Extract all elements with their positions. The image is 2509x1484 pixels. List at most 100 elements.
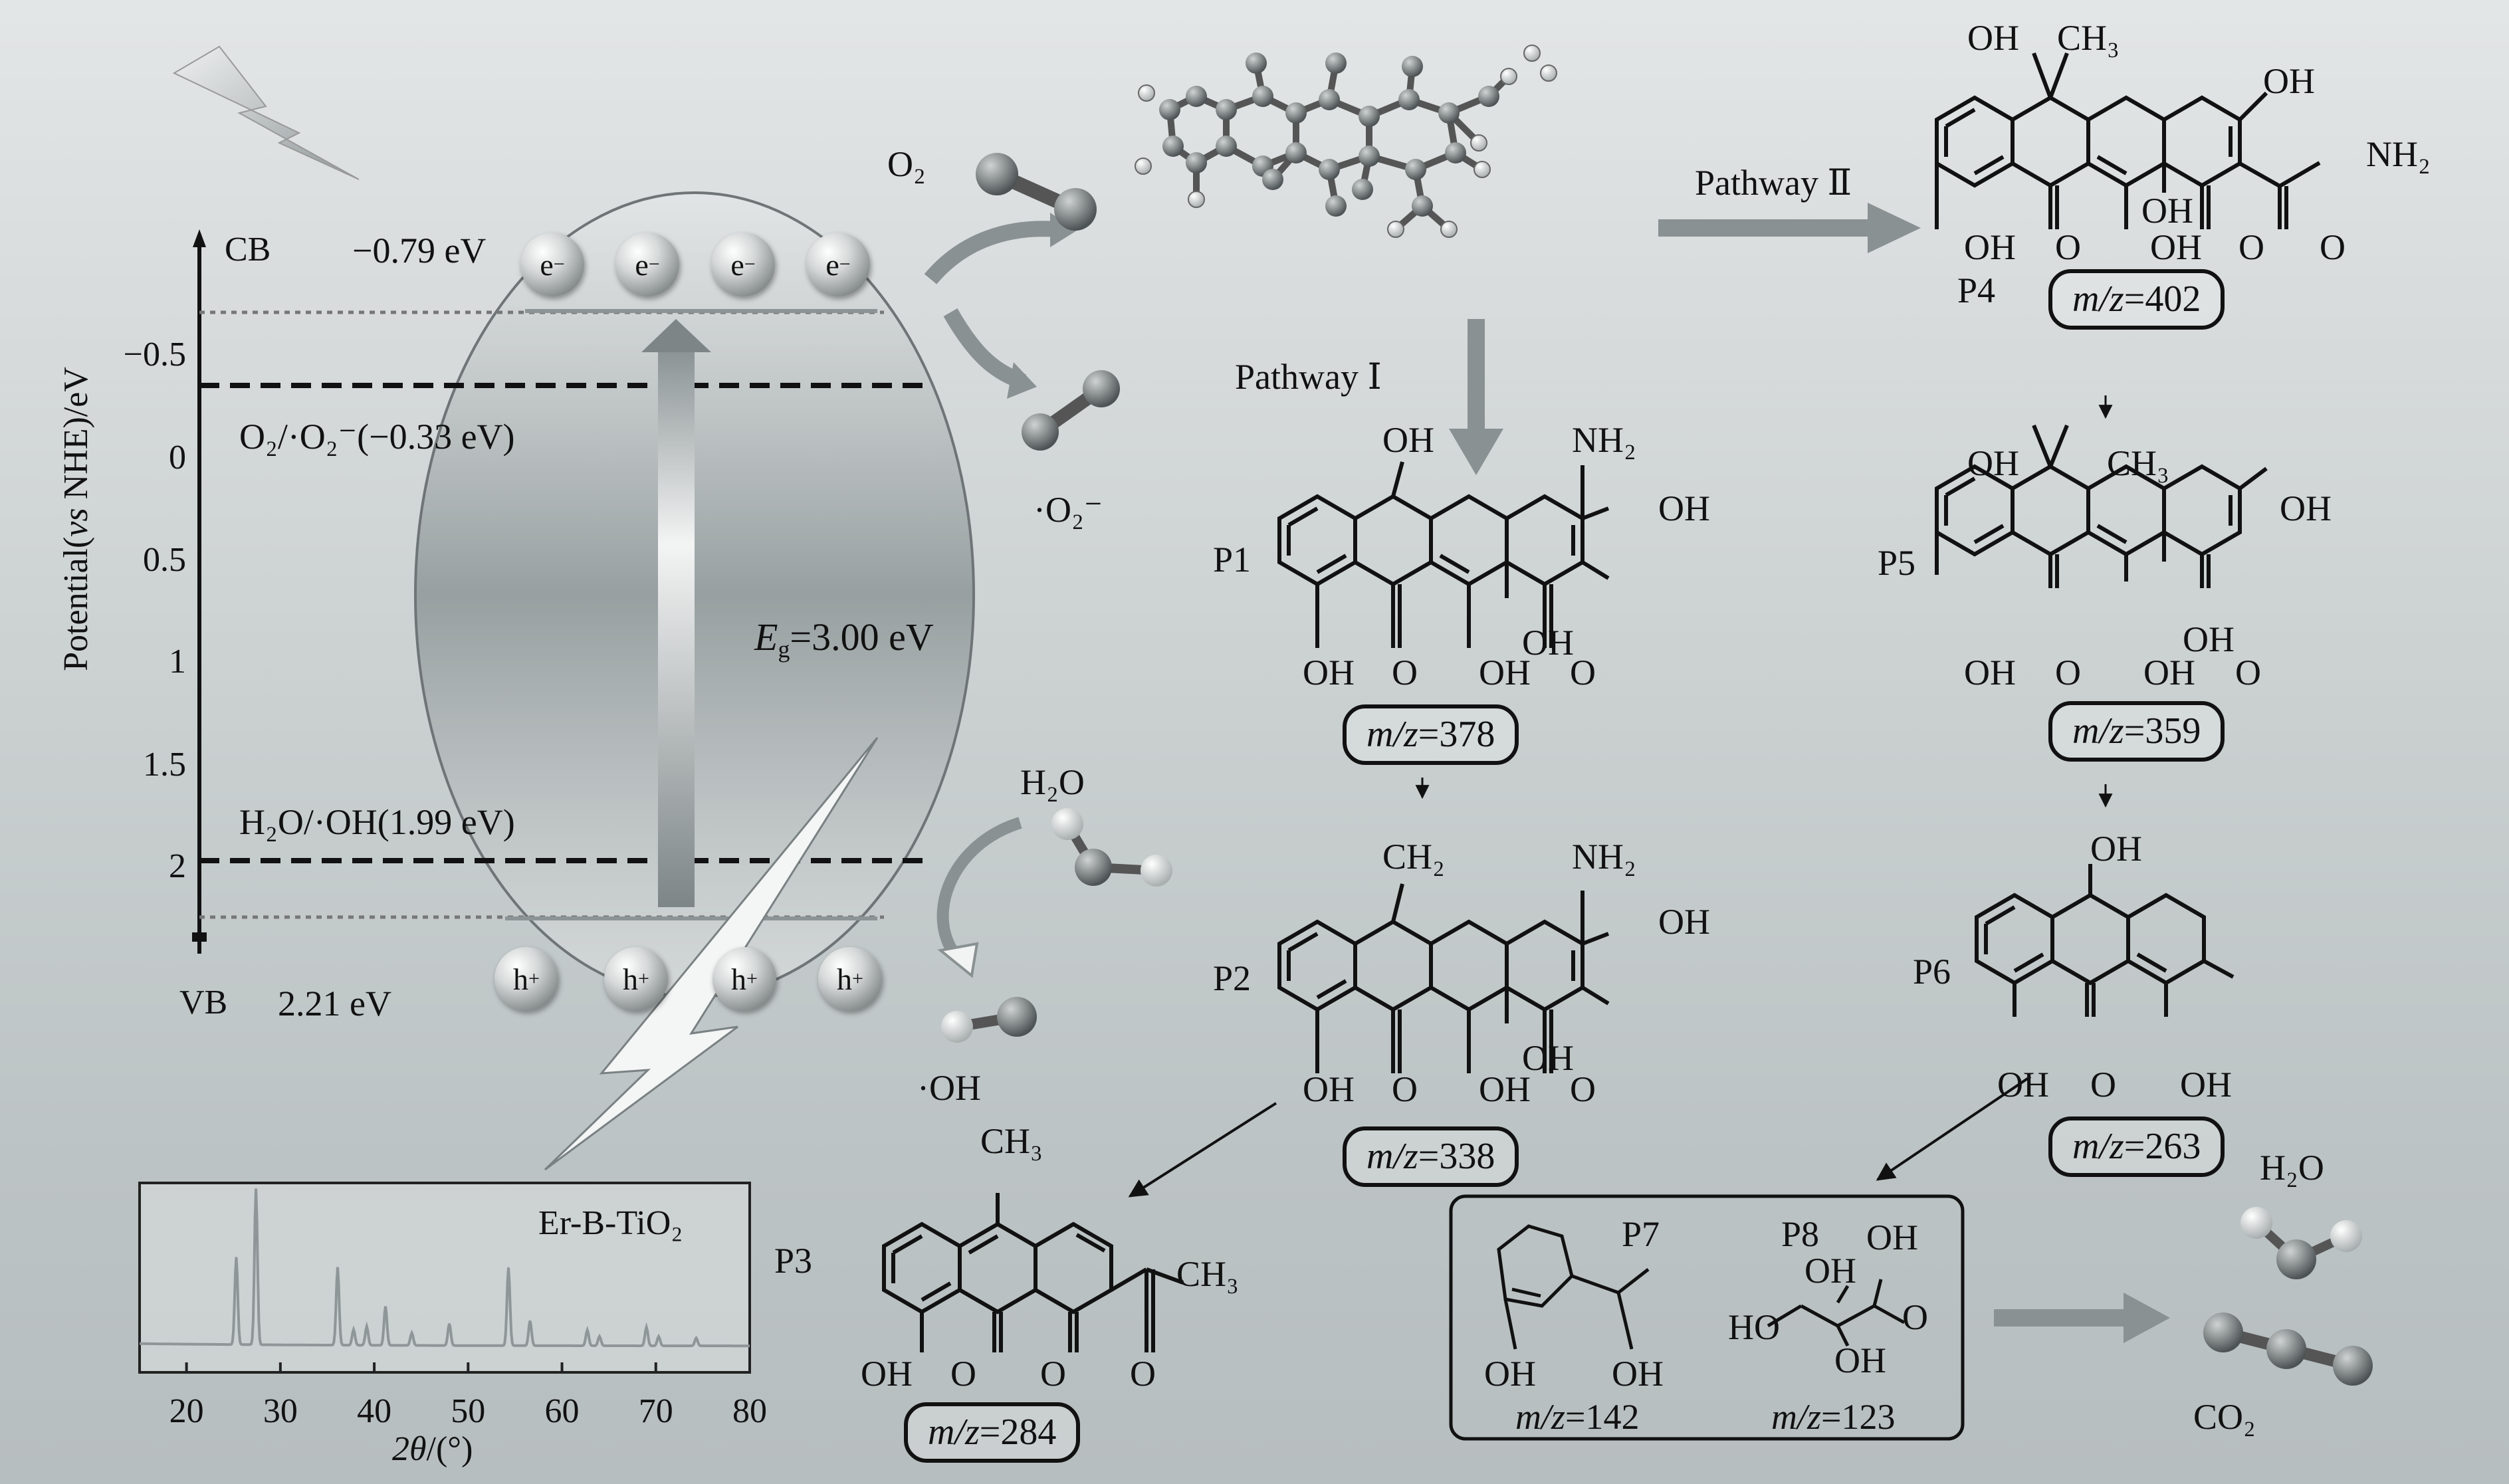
eg-symbol: E <box>754 615 778 659</box>
carbon-atom <box>1319 159 1340 180</box>
tick-label: 1.5 <box>143 746 186 784</box>
carbon-atom <box>1319 89 1340 110</box>
carbon-atom <box>1359 146 1380 167</box>
group-label: OH <box>861 1354 913 1394</box>
group-label: O <box>1392 653 1418 692</box>
group-label: O <box>2238 227 2264 267</box>
group-label: OH <box>1484 1354 1536 1394</box>
group-label: O <box>2055 227 2081 267</box>
product-label-p1: P1 <box>1213 540 1252 580</box>
group-label: OH <box>1382 420 1434 460</box>
group-label: OH <box>1303 653 1355 692</box>
hole: h+ <box>604 947 668 1011</box>
group-label: OH <box>1866 1218 1918 1257</box>
product-label-p6: P6 <box>1913 952 1951 992</box>
electron: e− <box>520 233 584 296</box>
group-label: NH₂ <box>1572 420 1636 460</box>
carbon-atom <box>1325 53 1347 74</box>
pathway-2-label: Pathway Ⅱ <box>1695 163 1852 203</box>
group-label: OH <box>1967 443 2019 483</box>
group-label: OH <box>2263 61 2315 101</box>
product-label-p2: P2 <box>1213 958 1252 998</box>
carbon-atom <box>1262 169 1283 190</box>
group-label: O <box>2055 653 2081 692</box>
carbon-atom <box>1352 179 1373 200</box>
xrd-tick-label: 60 <box>544 1392 580 1430</box>
carbon-atom <box>1162 136 1184 157</box>
xrd-tick-label: 30 <box>263 1392 298 1430</box>
pathway-1-label: Pathway Ⅰ <box>1235 357 1382 397</box>
group-label: NH₂ <box>1572 837 1636 877</box>
mz-badge-p2: m/z=338 <box>1343 1126 1519 1187</box>
tick-label: 2 <box>169 847 186 885</box>
hydrogen-atom <box>1540 64 1557 82</box>
group-label: O <box>1570 1069 1596 1109</box>
hydrogen-atom <box>1440 221 1458 238</box>
hydrogen-atom <box>1135 158 1152 175</box>
o2-level-label: O₂/·O₂⁻(−0.33 eV) <box>239 417 515 457</box>
carbon-atom <box>1246 53 1267 74</box>
group-label: OH <box>1479 653 1531 692</box>
group-label: OH <box>1834 1340 1886 1380</box>
carbon-atom <box>1398 89 1420 110</box>
electron: e− <box>806 233 870 296</box>
tick-label: 0 <box>169 439 186 477</box>
carbon-atom <box>1159 99 1180 120</box>
xrd-tick-label: 50 <box>451 1392 486 1430</box>
hydrogen-atom <box>1500 68 1517 85</box>
group-label: O <box>950 1354 976 1394</box>
xrd-tick-label: 80 <box>732 1392 767 1430</box>
group-label: OH <box>1997 1065 2049 1105</box>
tick-label: 1 <box>169 643 186 681</box>
group-label: OH <box>2150 227 2202 267</box>
h2o-final-label: H₂O <box>2260 1148 2324 1188</box>
hole: h+ <box>712 947 776 1011</box>
co2-final-label: CO₂ <box>2193 1397 2256 1437</box>
electron: e− <box>711 233 775 296</box>
group-label: OH <box>2183 619 2235 659</box>
carbon-atom <box>1402 56 1423 77</box>
hydrogen-atom <box>1188 191 1205 208</box>
group-label: OH <box>1964 227 2016 267</box>
axis-title-pre: Potential( <box>57 536 95 671</box>
product-label-p8: P8 <box>1781 1214 1820 1254</box>
carbon-atom <box>1445 142 1466 163</box>
group-label: OH <box>2090 829 2142 869</box>
o2-label: O₂ <box>887 144 926 184</box>
axis-title-post: NHE)/eV <box>57 367 95 508</box>
group-label: CH₃ <box>1176 1254 1239 1294</box>
vb-potential: 2.21 eV <box>278 984 391 1023</box>
xrd-tick-label: 70 <box>638 1392 673 1430</box>
group-label: CH₃ <box>2057 18 2120 58</box>
xrd-legend: Er-B-TiO₂ <box>538 1204 683 1242</box>
vb-label: VB <box>179 984 228 1021</box>
group-label: OH <box>1612 1354 1664 1394</box>
carbon-atom <box>1252 86 1273 107</box>
mz-badge-p6: m/z=263 <box>2048 1116 2225 1177</box>
carbon-atom <box>1186 86 1207 107</box>
group-label: O <box>2090 1065 2116 1105</box>
xrd-tick-label: 40 <box>357 1392 392 1430</box>
h2o-level-label: H₂O/·OH(1.99 eV) <box>239 802 515 842</box>
group-label: O <box>1392 1069 1418 1109</box>
product-label-p5: P5 <box>1878 543 1916 583</box>
group-label: OH <box>1658 488 1710 528</box>
tick-label: 0.5 <box>143 541 186 579</box>
hydrogen-atom <box>1523 45 1541 62</box>
hole: h+ <box>818 947 882 1011</box>
carbon-atom <box>1216 99 1237 120</box>
axis-title-vs: vs <box>57 508 95 537</box>
group-label: OH <box>1522 623 1574 663</box>
h2o-label: H₂O <box>1020 762 1085 802</box>
xrd-x-ticks <box>185 1362 751 1372</box>
carbon-atom <box>1478 86 1499 107</box>
mz-label-p8: m/z=123 <box>1771 1397 1896 1437</box>
cb-label: CB <box>225 231 271 268</box>
carbon-atom <box>1405 159 1426 180</box>
xrd-tick-label: 20 <box>169 1392 204 1430</box>
carbon-atom <box>1285 102 1307 124</box>
product-label-p3: P3 <box>774 1241 813 1281</box>
group-label: OH <box>2180 1065 2232 1105</box>
